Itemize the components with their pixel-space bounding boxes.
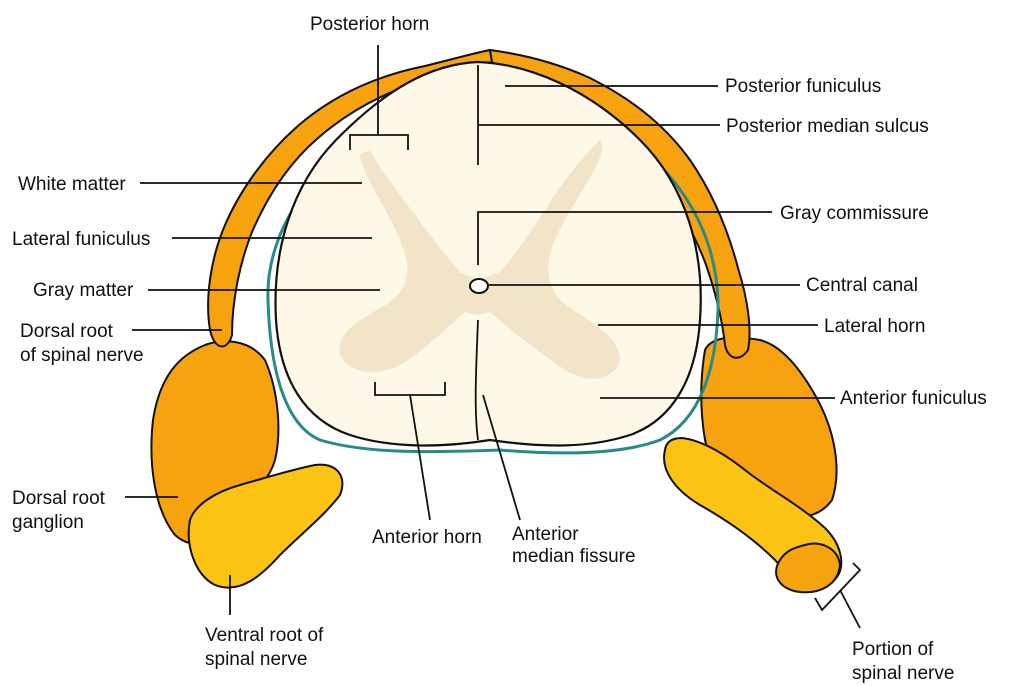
label-ventral-root-line2: spinal nerve: [205, 649, 307, 670]
label-anterior-funiculus: Anterior funiculus: [840, 388, 987, 409]
label-gray-commissure: Gray commissure: [780, 203, 929, 224]
label-central-canal: Central canal: [806, 275, 918, 296]
label-posterior-funiculus: Posterior funiculus: [725, 76, 881, 97]
label-dorsal-root-line2: of spinal nerve: [20, 345, 144, 366]
label-lateral-funiculus: Lateral funiculus: [12, 229, 150, 250]
central-canal-shape: [470, 279, 488, 293]
label-portion-spinal-nerve-line1: Portion of: [852, 639, 934, 660]
label-gray-matter: Gray matter: [33, 280, 134, 301]
label-white-matter: White matter: [18, 174, 126, 195]
label-lateral-horn: Lateral horn: [824, 316, 925, 337]
label-dorsal-root-line1: Dorsal root: [20, 321, 114, 342]
label-portion-spinal-nerve-line2: spinal nerve: [852, 663, 954, 684]
label-anterior-median-fissure-line1: Anterior: [512, 524, 579, 545]
label-posterior-horn: Posterior horn: [310, 14, 429, 35]
label-dorsal-root-ganglion-line1: Dorsal root: [12, 488, 106, 509]
label-posterior-median-sulcus: Posterior median sulcus: [726, 116, 929, 137]
label-dorsal-root-ganglion-line2: ganglion: [12, 512, 84, 533]
label-ventral-root-line1: Ventral root of: [205, 625, 324, 646]
label-anterior-median-fissure-line2: median fissure: [512, 546, 636, 567]
label-anterior-horn: Anterior horn: [372, 527, 482, 548]
